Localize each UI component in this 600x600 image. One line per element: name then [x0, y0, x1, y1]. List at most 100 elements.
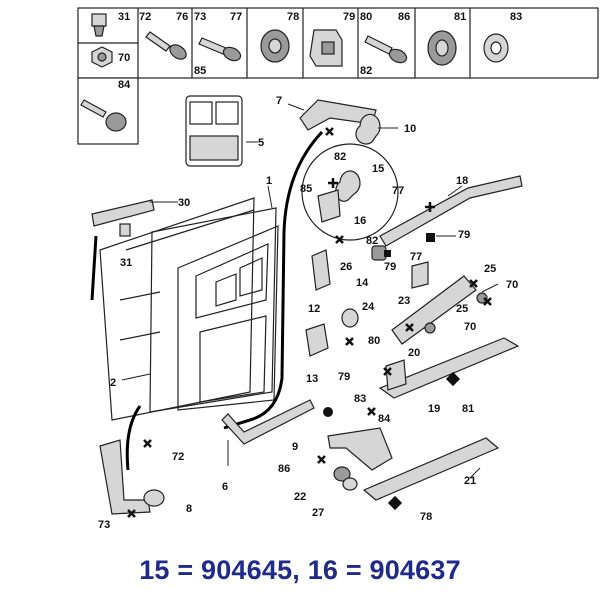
screw-80-drawing	[364, 35, 408, 64]
clip-79-drawing	[309, 29, 343, 67]
callout-14: 14	[356, 277, 369, 289]
marker-78	[387, 495, 403, 511]
marker-79	[426, 233, 435, 242]
roller-8	[143, 489, 165, 507]
callout-31: 31	[120, 257, 132, 269]
callout-15: 15	[372, 163, 384, 175]
cap-31	[119, 223, 131, 237]
bolt-84-drawing	[80, 99, 127, 132]
screw-72-drawing	[145, 31, 187, 60]
strip-30	[90, 235, 98, 301]
hinge-8	[99, 439, 151, 515]
grid-label-73: 73	[194, 11, 206, 23]
bottom-rail-21	[362, 437, 500, 501]
upper-rail-18	[379, 175, 523, 247]
grid-label-82: 82	[360, 65, 372, 77]
grid-label-80: 80	[360, 11, 372, 23]
striker-15	[335, 170, 361, 202]
roller-22	[333, 466, 351, 482]
callout-7: 7	[276, 95, 282, 107]
callout-21: 21	[464, 475, 476, 487]
screw-73-drawing	[198, 37, 242, 62]
callout-25a: 25	[484, 263, 496, 275]
callout-26: 26	[340, 261, 352, 273]
callout-84: 84	[378, 413, 391, 425]
callout-25b: 25	[456, 303, 468, 315]
cross-markers	[127, 127, 492, 518]
callout-19: 19	[428, 403, 440, 415]
grid-label-79: 79	[343, 11, 355, 23]
callout-1: 1	[266, 175, 272, 187]
grid-label-78: 78	[287, 11, 299, 23]
window-schematic	[185, 95, 243, 167]
washer-83-drawing	[483, 33, 509, 63]
callout-10: 10	[404, 123, 416, 135]
strip-30-part	[91, 199, 155, 227]
washer-78-drawing	[260, 29, 290, 63]
hinge-12	[311, 249, 331, 291]
grid-label-84: 84	[118, 79, 131, 91]
nut-81-drawing	[427, 30, 457, 66]
callout-13: 13	[306, 373, 318, 385]
grid-label-76: 76	[176, 11, 188, 23]
nut-70-drawing	[91, 46, 113, 68]
spacer-25a	[476, 292, 488, 304]
callout-5: 5	[258, 137, 264, 149]
plus-markers	[328, 178, 435, 212]
callout-80: 80	[368, 335, 380, 347]
sill-6	[221, 399, 315, 445]
marker-81	[445, 371, 461, 387]
callout-77b: 77	[410, 251, 422, 263]
callout-82b: 82	[366, 235, 378, 247]
callout-16: 16	[354, 215, 366, 227]
roller-14	[341, 308, 359, 328]
callout-27: 27	[312, 507, 324, 519]
clip-nut-31-drawing	[91, 13, 107, 37]
callout-2: 2	[110, 377, 116, 389]
detail-circle	[301, 143, 399, 241]
marker-83	[323, 407, 333, 417]
callout-70b: 70	[464, 321, 476, 333]
callout-79b: 79	[384, 261, 396, 273]
callout-24: 24	[362, 301, 375, 313]
marker-82	[384, 250, 391, 257]
callout-79c: 79	[338, 371, 350, 383]
callout-20: 20	[408, 347, 420, 359]
callout-83: 83	[354, 393, 366, 405]
callout-70a: 70	[506, 279, 518, 291]
callout-82a: 82	[334, 151, 346, 163]
callout-86: 86	[278, 463, 290, 475]
roller-10	[355, 113, 381, 145]
weatherstrip-lower	[125, 405, 142, 471]
parts-diagram: 31 70 72 76 73 77 85 78 79 80 86 82 81 8…	[77, 7, 599, 531]
door-skin	[99, 197, 255, 421]
lower-rail-19	[378, 337, 520, 399]
guide-24	[391, 275, 477, 345]
callout-8: 8	[186, 503, 192, 515]
callout-23: 23	[398, 295, 410, 307]
callout-12: 12	[308, 303, 320, 315]
leader-lines	[121, 103, 499, 479]
grid-label-86: 86	[398, 11, 410, 23]
callout-30: 30	[178, 197, 190, 209]
part-number-caption: 15 = 904645, 16 = 904637	[139, 554, 461, 585]
grid-label-81: 81	[454, 11, 466, 23]
grid-label-70: 70	[118, 52, 130, 64]
callout-77a: 77	[392, 185, 404, 197]
callout-81: 81	[462, 403, 474, 415]
callout-72: 72	[172, 451, 184, 463]
roller-20	[385, 359, 407, 391]
callout-22: 22	[294, 491, 306, 503]
grid-label-85: 85	[194, 65, 206, 77]
clip-23	[411, 261, 429, 289]
door-panel	[149, 207, 279, 413]
grid-label-83: 83	[510, 11, 522, 23]
callout-6: 6	[222, 481, 228, 493]
callout-73: 73	[98, 519, 110, 531]
block-26	[371, 245, 387, 261]
hinge-9	[327, 427, 393, 471]
callout-9: 9	[292, 441, 298, 453]
block-13	[305, 323, 329, 357]
grid-label-31: 31	[118, 11, 130, 23]
grid-label-77: 77	[230, 11, 242, 23]
